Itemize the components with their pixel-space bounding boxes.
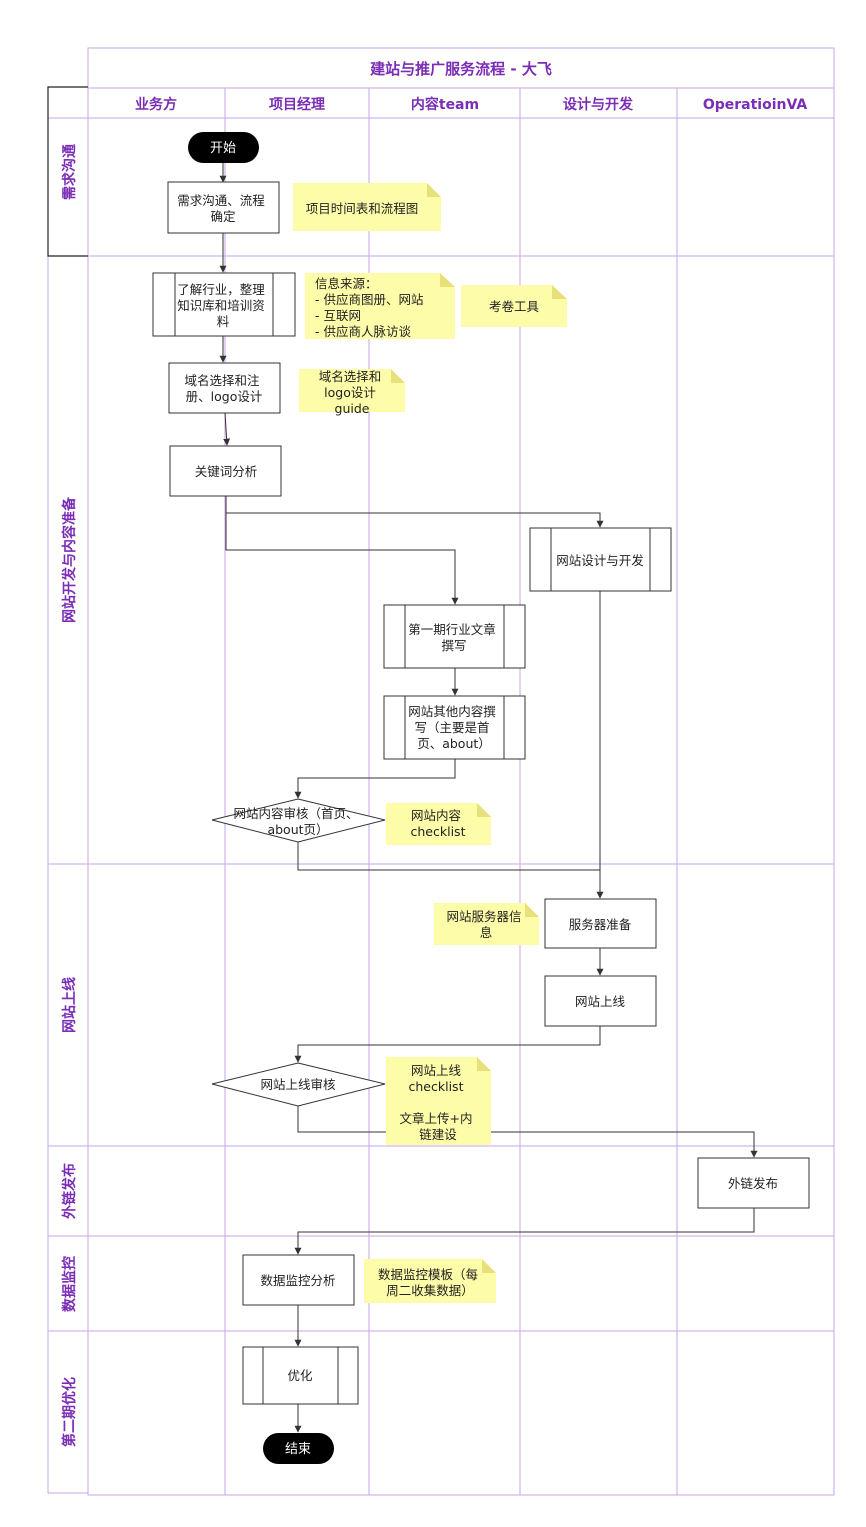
phase-label-development: 网站开发与内容准备: [61, 496, 78, 623]
note-schedule: 项目时间表和流程图: [293, 183, 441, 231]
svg-text:关键词分析: 关键词分析: [195, 464, 258, 479]
svg-text:第一期行业文章 撰写: 第一期行业文章 撰写: [408, 622, 500, 653]
svg-text:结束: 结束: [285, 1442, 311, 1457]
phase-label-launch: 网站上线: [61, 977, 78, 1033]
svg-text:网站上线 checklist: 网站上线 checklist 文章上传+内 链建设: [400, 1063, 477, 1142]
phase-label-requirements: 需求沟通: [61, 144, 78, 200]
svg-text:网站上线: 网站上线: [575, 994, 626, 1009]
svg-text:考卷工具: 考卷工具: [489, 299, 540, 314]
industry-research-box: 了解行业，整理 知识库和培训资 料: [152, 272, 296, 337]
first-article-box: 第一期行业文章 撰写: [383, 604, 526, 669]
svg-text:数据监控分析: 数据监控分析: [260, 1273, 335, 1288]
site-launch-box: 网站上线: [544, 975, 657, 1027]
content-review-decision: 网站内容审核（首页、 about页）: [211, 798, 386, 843]
requirements-box: 需求沟通、流程 确定: [167, 181, 280, 234]
column-header-content-team: 内容team: [411, 96, 479, 113]
svg-text:域名选择和 logo设计 guide: 域名选择和 logo设计 guide: [319, 369, 386, 416]
phase-label-optimization: 第二期优化: [61, 1377, 78, 1447]
svg-text:域名选择和注 册、logo设计: 域名选择和注 册、logo设计: [185, 373, 264, 404]
end-node: 结束: [263, 1433, 334, 1464]
backlink-box: 外链发布: [697, 1157, 810, 1209]
note-monitor-template: 数据监控模板（每 周二收集数据）: [364, 1259, 496, 1303]
website-dev-box: 网站设计与开发: [529, 527, 672, 592]
svg-text:网站上线审核: 网站上线审核: [260, 1077, 336, 1092]
svg-text:网站内容 checklist: 网站内容 checklist: [411, 808, 466, 839]
column-header-operation-va: OperatioinVA: [703, 97, 808, 113]
svg-text:了解行业，整理 知识库和培训资 料: 了解行业，整理 知识库和培训资 料: [177, 282, 269, 329]
data-monitor-box: 数据监控分析: [242, 1254, 355, 1306]
note-domain-guide: 域名选择和 logo设计 guide: [299, 369, 405, 416]
column-headers: 业务方 项目经理 内容team 设计与开发 OperatioinVA: [135, 96, 807, 113]
svg-text:项目时间表和流程图: 项目时间表和流程图: [306, 201, 419, 216]
launch-review-decision: 网站上线审核: [211, 1062, 386, 1107]
other-content-box: 网站其他内容撰 写（主要是首 页、about）: [383, 695, 526, 760]
optimize-box: 优化: [242, 1346, 359, 1405]
diagram-title: 建站与推广服务流程 - 大飞: [370, 60, 552, 78]
note-server-info: 网站服务器信 息: [434, 903, 539, 945]
svg-text:需求沟通、流程 确定: 需求沟通、流程 确定: [177, 193, 269, 224]
domain-logo-box: 域名选择和注 册、logo设计: [168, 362, 281, 414]
svg-text:网站内容审核（首页、 about页）: 网站内容审核（首页、 about页）: [234, 806, 363, 837]
svg-text:数据监控模板（每 周二收集数据）: 数据监控模板（每 周二收集数据）: [378, 1267, 482, 1298]
phase-label-backlinks: 外链发布: [61, 1163, 78, 1219]
svg-text:网站设计与开发: 网站设计与开发: [556, 553, 644, 568]
note-info-sources: 信息来源： - 供应商图册、网站 - 互联网 - 供应商人脉访谈: [305, 273, 455, 339]
phase-labels: 需求沟通 网站开发与内容准备 网站上线 外链发布 数据监控 第二期优化: [61, 144, 78, 1447]
keyword-analysis-box: 关键词分析: [169, 445, 282, 497]
phase-label-monitoring: 数据监控: [61, 1256, 78, 1312]
note-exam-tool: 考卷工具: [461, 285, 567, 327]
column-header-pm: 项目经理: [269, 96, 325, 113]
server-prep-box: 服务器准备: [544, 898, 657, 949]
svg-text:服务器准备: 服务器准备: [569, 917, 632, 932]
svg-text:优化: 优化: [287, 1368, 313, 1383]
note-content-checklist: 网站内容 checklist: [386, 803, 491, 845]
connectors: [219, 163, 758, 1433]
svg-text:开始: 开始: [210, 141, 236, 156]
svg-text:网站其他内容撰 写（主要是首 页、a: 网站其他内容撰 写（主要是首 页、about）: [408, 704, 500, 751]
start-node: 开始: [188, 132, 259, 163]
column-header-business: 业务方: [135, 96, 177, 113]
svg-text:信息来源： - 供应商图册、网站 -: 信息来源： - 供应商图册、网站 - 互联网 - 供应商人脉访谈: [315, 276, 427, 339]
column-header-design-dev: 设计与开发: [563, 96, 634, 113]
svg-text:外链发布: 外链发布: [728, 1176, 778, 1191]
svg-text:网站服务器信 息: 网站服务器信 息: [447, 909, 526, 940]
note-launch-checklist: 网站上线 checklist 文章上传+内 链建设: [386, 1057, 491, 1145]
